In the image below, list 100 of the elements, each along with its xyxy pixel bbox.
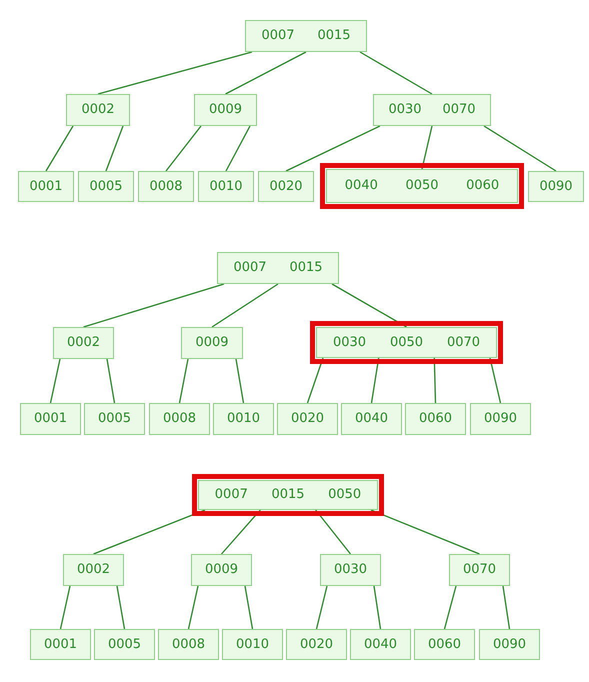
key-label: 0015: [317, 27, 351, 46]
tree-node: [245, 20, 367, 52]
tree-link: [235, 358, 244, 404]
key-label: 0070: [462, 561, 496, 580]
key-label: 0060: [418, 410, 452, 428]
tree-node: [479, 629, 540, 660]
tree-link: [188, 586, 199, 630]
tree-link: [50, 358, 61, 404]
tree-link: [165, 126, 202, 172]
tree-link: [306, 358, 324, 404]
tree-link: [225, 126, 251, 172]
tree-link: [373, 586, 382, 630]
tree-link: [178, 358, 189, 404]
key-label: 0030: [388, 101, 422, 120]
key-label: 0010: [209, 178, 243, 196]
tree-link: [105, 126, 124, 172]
tree-node: [470, 403, 531, 435]
tree-node: [84, 403, 145, 435]
key-label: 0008: [172, 636, 206, 654]
key-label: 0007: [233, 259, 267, 278]
tree-node: [181, 327, 243, 359]
key-label: 0002: [76, 561, 110, 580]
tree-link: [221, 510, 261, 554]
key-label: 0015: [289, 259, 323, 278]
key-label: 0090: [492, 636, 526, 654]
tree-link: [116, 586, 126, 630]
tree-node: [326, 169, 518, 203]
key-label: 0040: [364, 636, 398, 654]
tree-link: [98, 51, 252, 95]
key-label: 0030: [332, 334, 366, 352]
key-label: 0060: [428, 636, 462, 654]
tree-node: [66, 94, 130, 126]
tree-link: [83, 283, 224, 328]
tree-link: [360, 51, 432, 95]
tree-node: [258, 171, 314, 202]
tree-node: [138, 171, 194, 202]
tree-node: [63, 554, 124, 586]
key-label: 0090: [484, 410, 518, 428]
key-label: 0040: [344, 177, 378, 196]
key-label: 0070: [442, 101, 476, 120]
key-label: 0001: [34, 410, 68, 428]
tree-node: [341, 403, 402, 435]
tree-node: [20, 403, 81, 435]
tree-node: [414, 629, 475, 660]
key-label: 0002: [66, 334, 100, 352]
tree-link: [315, 510, 352, 554]
key-label: 0005: [89, 178, 123, 196]
tree-node: [191, 554, 252, 586]
highlight-frame: [192, 474, 384, 516]
tree-node: [350, 629, 411, 660]
key-label: 0007: [261, 27, 295, 46]
tree-link: [286, 125, 380, 172]
key-label: 0007: [214, 486, 248, 504]
tree-node: [198, 480, 378, 510]
key-label: 0015: [271, 486, 305, 504]
tree-node: [78, 171, 134, 202]
tree-link: [60, 586, 71, 630]
tree-link: [212, 283, 278, 328]
tree-link: [332, 283, 407, 328]
tree-link: [489, 358, 502, 404]
tree-node: [198, 171, 254, 202]
key-label: 0009: [195, 334, 229, 352]
key-label: 0002: [81, 101, 115, 120]
key-label: 0050: [390, 334, 424, 352]
tree-node: [277, 403, 338, 435]
tree-link: [484, 125, 556, 172]
tree-link: [502, 586, 510, 630]
key-label: 0020: [300, 636, 334, 654]
key-label: 0030: [334, 561, 368, 580]
tree-node: [528, 171, 584, 202]
tree-node: [373, 94, 491, 126]
tree-node: [405, 403, 466, 435]
key-label: 0001: [44, 636, 78, 654]
tree-node: [30, 629, 91, 660]
key-label: 0010: [236, 636, 270, 654]
key-label: 0090: [539, 178, 573, 196]
tree-link: [316, 586, 328, 630]
key-label: 0009: [204, 561, 238, 580]
tree-node: [449, 554, 510, 586]
tree-node: [213, 403, 274, 435]
key-label: 0070: [446, 334, 480, 352]
tree-node: [217, 252, 339, 284]
tree-link: [370, 358, 380, 404]
key-label: 0050: [328, 486, 362, 504]
tree-link: [444, 586, 457, 630]
key-label: 0040: [354, 410, 388, 428]
key-label: 0060: [466, 177, 500, 196]
key-label: 0020: [269, 178, 303, 196]
tree-link: [244, 586, 254, 630]
tree-node: [222, 629, 283, 660]
key-label: 0050: [405, 177, 439, 196]
tree-node: [53, 327, 114, 359]
tree-node: [286, 629, 347, 660]
tree-link: [93, 509, 206, 555]
tree-link: [225, 51, 306, 95]
tree-link: [45, 126, 74, 172]
tree-node: [149, 403, 210, 435]
highlight-frame: [310, 321, 503, 364]
tree-node: [194, 94, 257, 126]
tree-link: [370, 509, 480, 555]
